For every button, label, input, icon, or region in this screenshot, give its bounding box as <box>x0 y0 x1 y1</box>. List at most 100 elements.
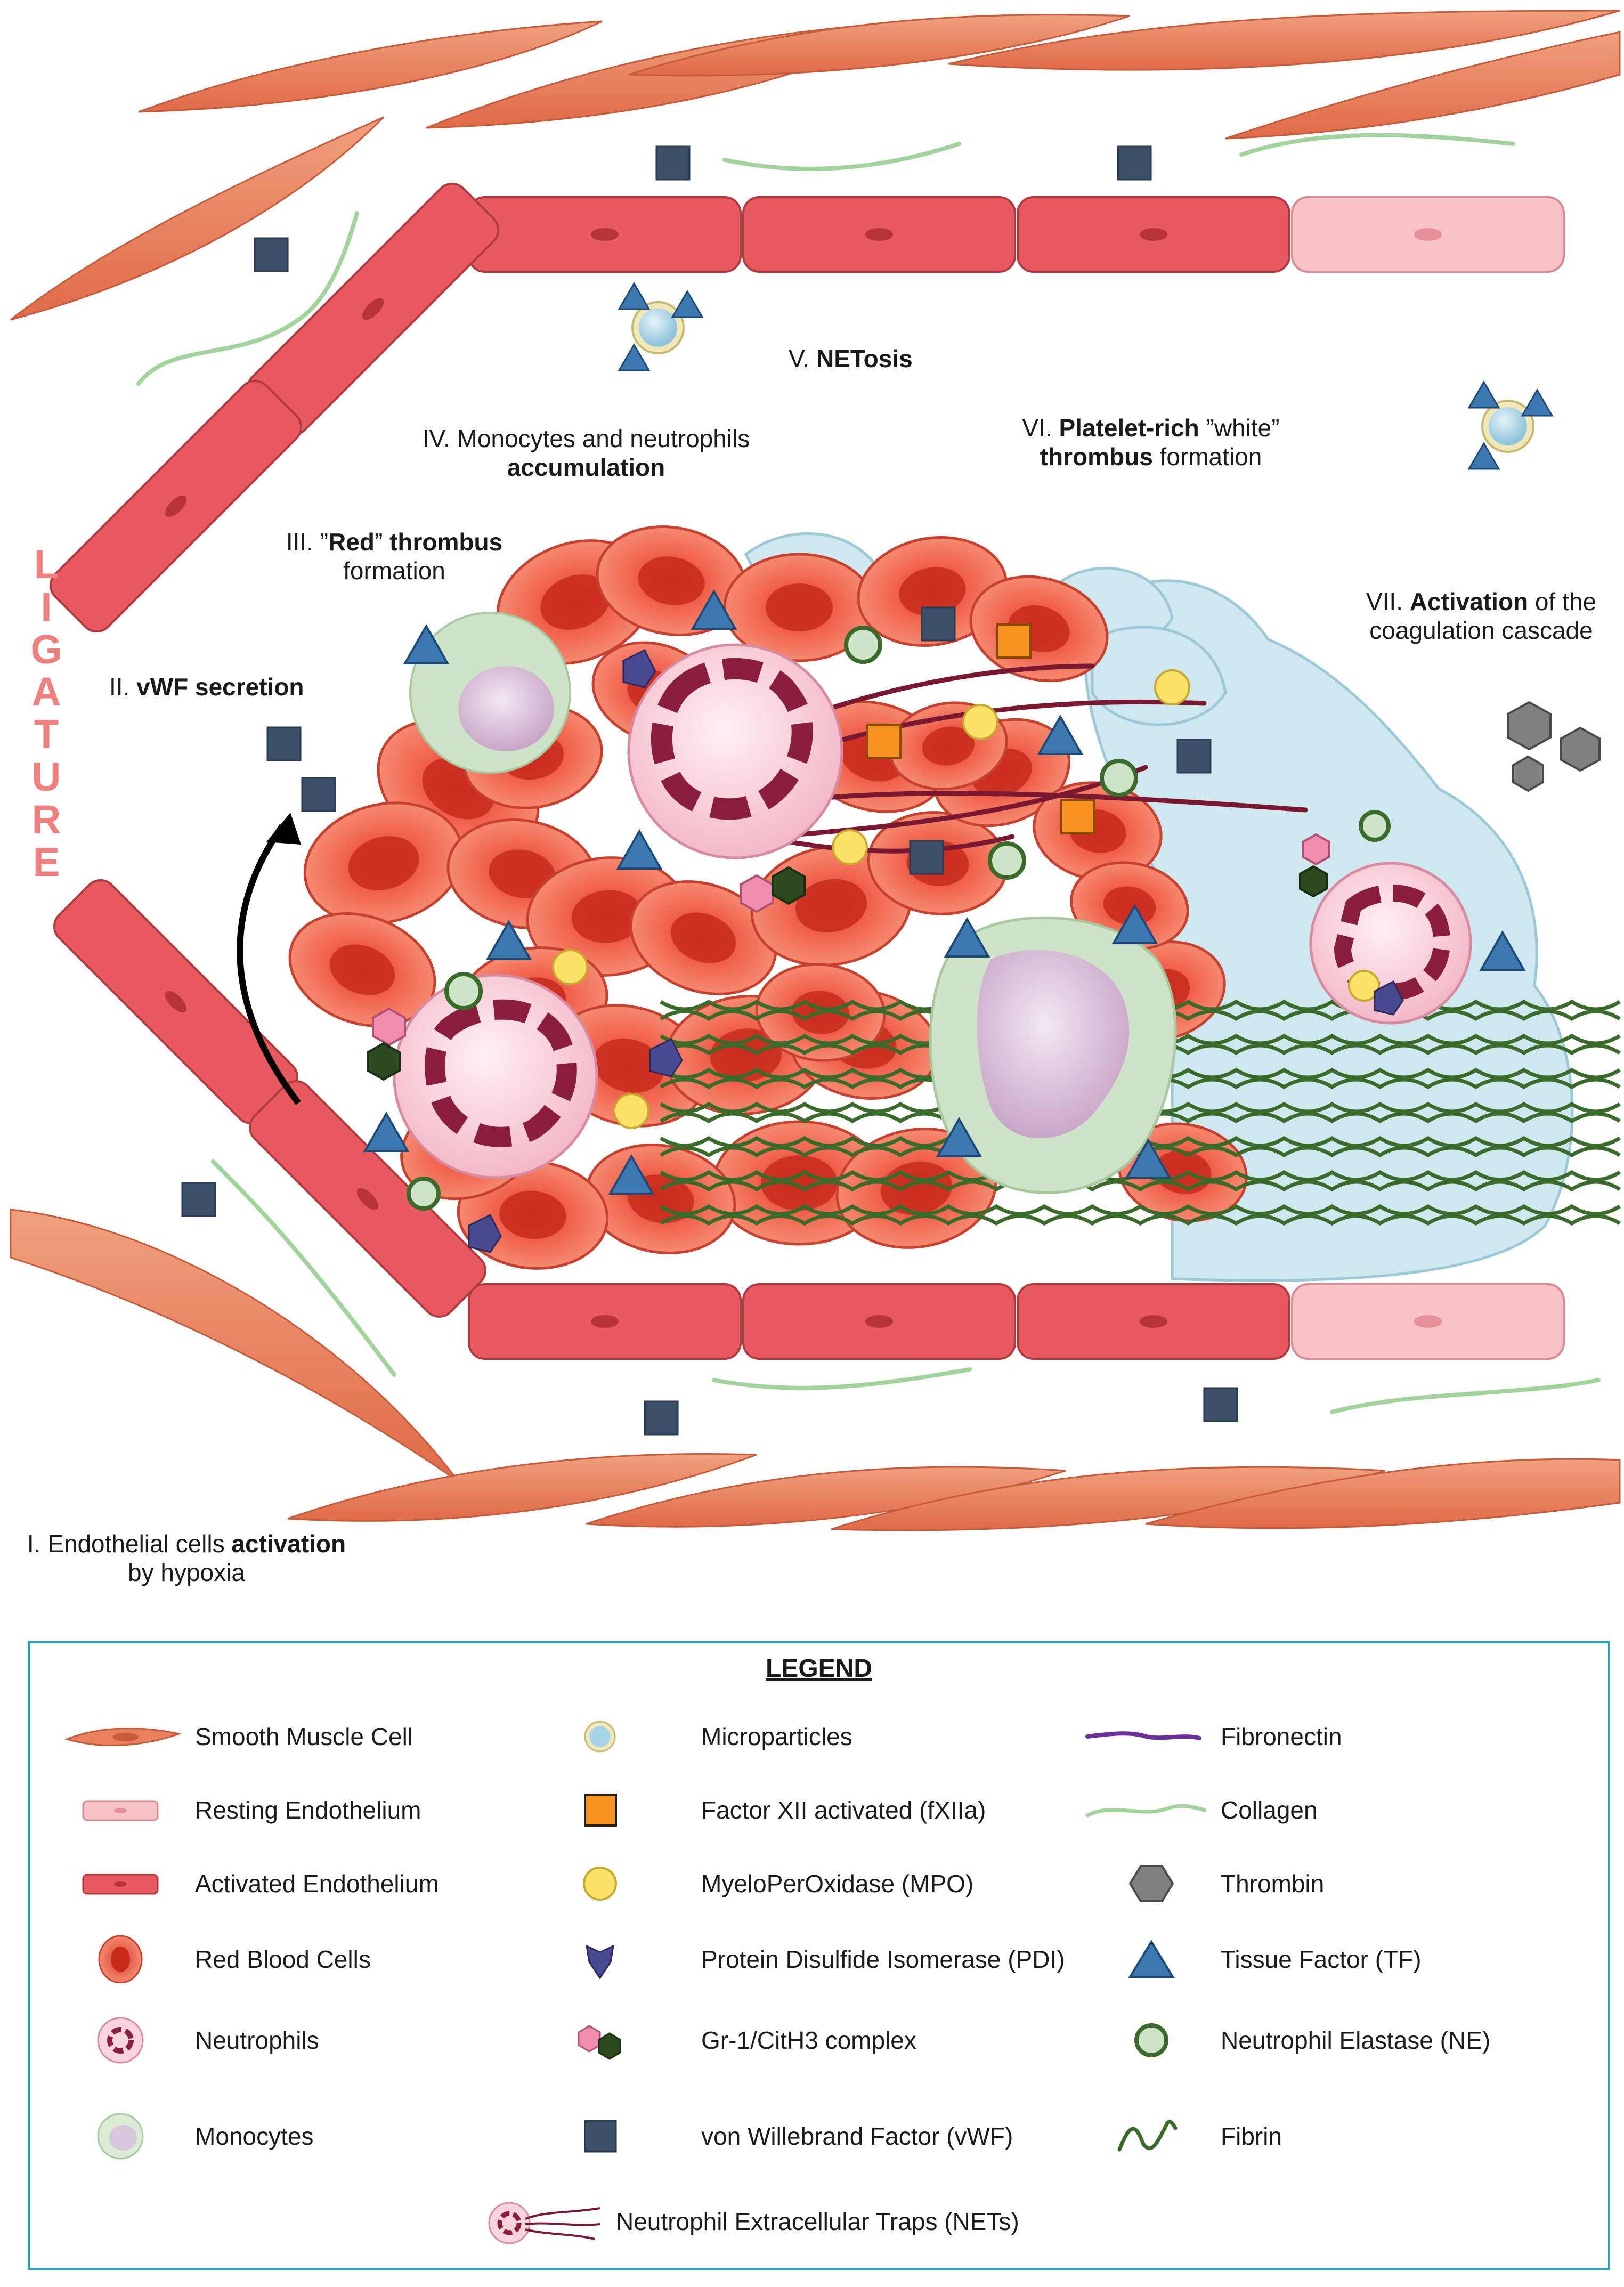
legend-item: Smooth Muscle Cell <box>51 1713 413 1761</box>
thrombin-hexagon-icon <box>1128 1865 1174 1902</box>
legend-item: Neutrophils <box>51 2016 319 2064</box>
tissue-factor <box>485 919 532 960</box>
ligature-label: L I G A T U R E <box>28 544 65 883</box>
legend-label: Fibrin <box>1221 2122 1282 2150</box>
step6-label: VI. Platelet-rich ”white” thrombus forma… <box>1022 414 1280 471</box>
legend-label: Neutrophil Elastase (NE) <box>1221 2026 1491 2054</box>
collagen-fibers <box>136 133 1601 1414</box>
gr1-cith3-complex-icon <box>578 2025 621 2060</box>
step3-label: III. ”Red” thrombus formation <box>286 528 503 585</box>
arrow-head <box>266 813 301 845</box>
legend-item: Neutrophil Extracellular Traps (NETs) <box>472 2197 1019 2245</box>
legend-label: Neutrophils <box>195 2026 319 2054</box>
legend-item: Fibrin <box>1077 2112 1282 2160</box>
legend-label: Thrombin <box>1221 1870 1325 1897</box>
legend-item: Activated Endothelium <box>51 1860 439 1908</box>
pdi-molecules <box>468 648 1404 1253</box>
ligature-letter: I <box>40 584 52 630</box>
tissue-factor <box>403 623 450 664</box>
red-blood-cell <box>288 912 436 1027</box>
ligature-letter: U <box>31 754 61 800</box>
legend-item: Microparticles <box>557 1713 852 1761</box>
vwf-square-icon <box>584 2120 617 2153</box>
red-blood-cell <box>857 536 1008 647</box>
microparticles <box>618 282 1554 470</box>
step7-label: VII. Activation of the coagulation casca… <box>1366 588 1597 645</box>
endothelial-nuclei-top <box>165 228 1442 517</box>
legend-label: Tissue Factor (TF) <box>1221 1945 1422 1973</box>
thrombus-diagram <box>10 10 1621 1531</box>
legend-label: von Willebrand Factor (vWF) <box>701 2122 1013 2150</box>
smooth-muscle-cell <box>586 1466 1066 1528</box>
legend-item: Tissue Factor (TF) <box>1077 1935 1422 1983</box>
microparticle <box>618 282 704 371</box>
legend-title: LEGEND <box>765 1655 872 1683</box>
legend-label: MyeloPerOxidase (MPO) <box>701 1870 974 1897</box>
mpo-circles <box>552 669 1380 1129</box>
vwf-secretion-arrow <box>237 824 301 1105</box>
neutrophil-icon <box>97 2017 144 2064</box>
tissue-factor <box>616 829 663 870</box>
legend-item: Factor XII activated (fXIIa) <box>557 1786 986 1834</box>
smooth-muscle-layer-top <box>10 10 1621 321</box>
activated-endothelium-icon <box>82 1874 159 1895</box>
endothelial-nuclei-bottom <box>165 991 1442 1328</box>
tissue-factor <box>608 1154 655 1195</box>
microparticle <box>1467 380 1554 470</box>
ligature-letter: G <box>30 627 62 672</box>
legend-item: Protein Disulfide Isomerase (PDI) <box>557 1935 1065 1983</box>
tissue-factor-triangles <box>363 589 1526 1195</box>
legend-item: MyeloPerOxidase (MPO) <box>557 1860 973 1908</box>
red-blood-cell <box>629 880 777 995</box>
tissue-factor <box>691 589 737 630</box>
monocyte-upper <box>409 612 571 774</box>
fibrin-icon <box>1117 2120 1178 2152</box>
legend-item: Gr-1/CitH3 complex <box>557 2016 916 2064</box>
fibronectin-icon <box>1085 1731 1201 1740</box>
neutrophil-lower-left <box>393 974 598 1179</box>
tissue-factor <box>1479 930 1526 971</box>
legend-label: Factor XII activated (fXIIa) <box>701 1796 986 1824</box>
step5-label: V. NETosis <box>789 345 913 372</box>
neutrophil-large <box>627 643 843 859</box>
legend-item: Fibronectin <box>1077 1713 1342 1761</box>
red-blood-cell-icon <box>98 1935 143 1983</box>
fxiia-squares <box>866 623 1095 834</box>
ligature-letter: T <box>34 712 59 758</box>
fibrin-strand <box>660 1180 1621 1192</box>
legend-item: von Willebrand Factor (vWF) <box>557 2112 1013 2160</box>
smooth-muscle-cell <box>10 116 385 321</box>
legend-label: Microparticles <box>701 1723 852 1750</box>
tissue-factor <box>944 917 990 958</box>
resting-endothelium-icon <box>82 1800 159 1821</box>
ligature-letter: R <box>31 797 61 842</box>
red-blood-cell <box>723 553 875 662</box>
legend-label: Collagen <box>1221 1796 1318 1824</box>
pdi-icon <box>586 1944 614 1980</box>
smooth-muscle-cell <box>628 14 1130 77</box>
thrombin-hexagons <box>1507 701 1601 792</box>
legend-item: Red Blood Cells <box>51 1935 371 1983</box>
legend: LEGEND Smooth Muscle Cell Resting Endoth… <box>28 1641 1610 2270</box>
legend-label: Activated Endothelium <box>195 1870 439 1897</box>
legend-label: Monocytes <box>195 2122 314 2150</box>
smooth-muscle-cell <box>287 1453 757 1522</box>
step1-label: I. Endothelial cells activation by hypox… <box>27 1530 346 1587</box>
nets-icon <box>488 2202 600 2244</box>
tissue-factor <box>936 1116 982 1157</box>
smooth-muscle-cell <box>138 20 603 113</box>
legend-label: Neutrophil Extracellular Traps (NETs) <box>616 2208 1019 2235</box>
ligature-letter: A <box>31 669 61 715</box>
fibrin-strand <box>660 1214 1621 1226</box>
neutrophil-elastase-icon <box>1134 2023 1168 2057</box>
legend-label: Fibronectin <box>1221 1723 1342 1750</box>
smooth-muscle-cell <box>948 10 1620 71</box>
legend-label: Smooth Muscle Cell <box>195 1723 413 1750</box>
smooth-muscle-cell <box>1225 31 1621 140</box>
tissue-factor <box>1037 714 1084 755</box>
legend-item: Monocytes <box>51 2112 313 2160</box>
smooth-muscle-cell <box>1145 1458 1621 1529</box>
legend-label: Gr-1/CitH3 complex <box>701 2026 916 2054</box>
fxiia-square-icon <box>584 1794 617 1827</box>
monocyte-large <box>929 916 1177 1194</box>
